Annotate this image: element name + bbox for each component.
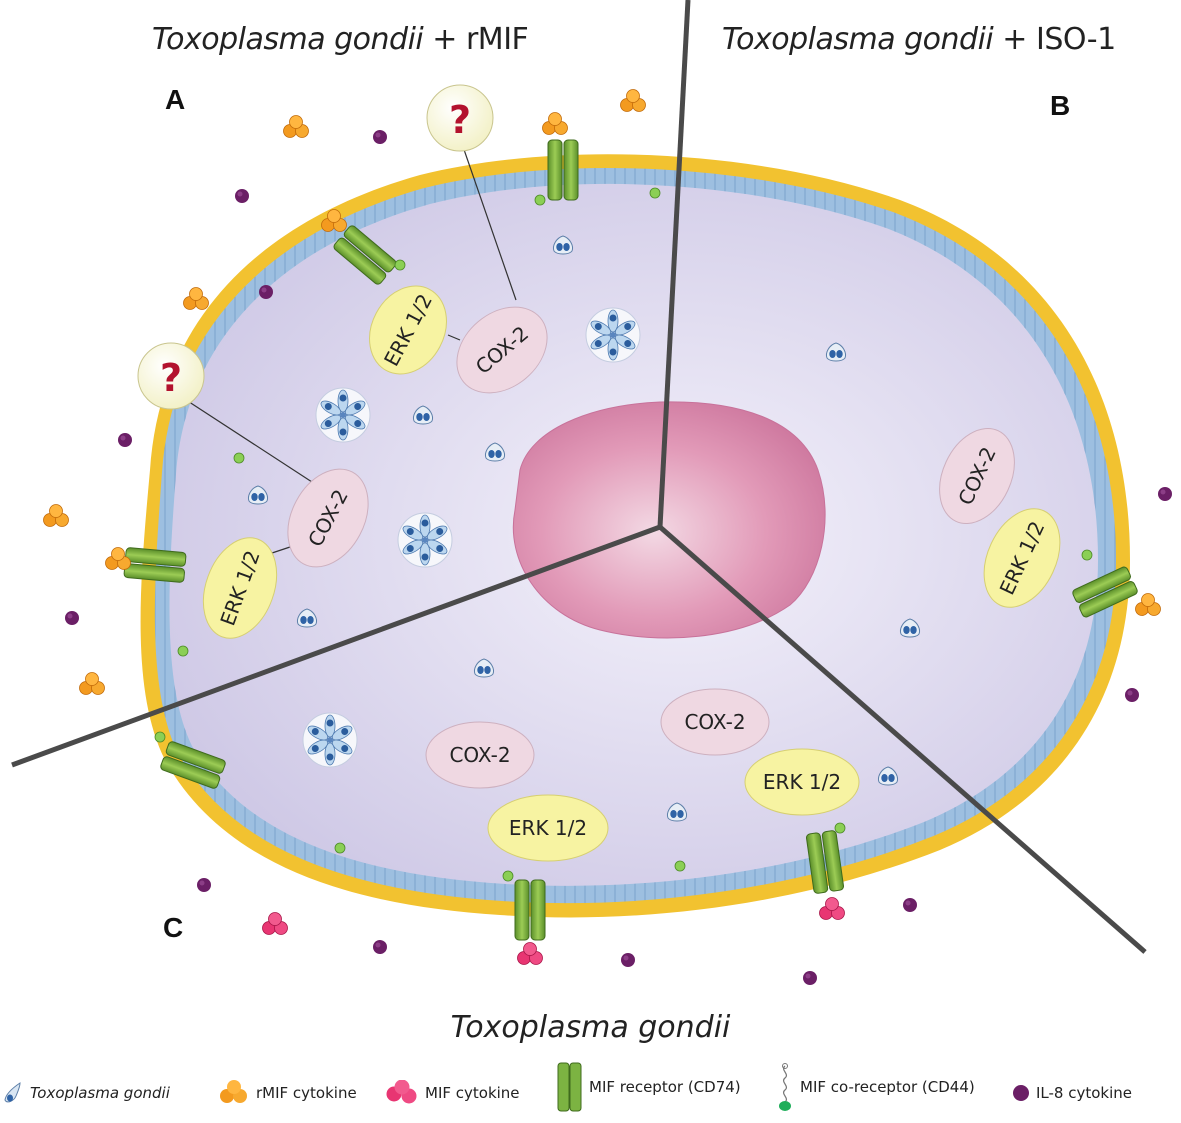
il8-cytokine [235, 189, 249, 203]
unknown-bubble: ? [137, 342, 313, 483]
il8-cytokine [903, 898, 917, 912]
legend-label: rMIF cytokine [256, 1084, 357, 1102]
panel-label-b: B [1050, 90, 1071, 121]
il8-cytokine [1125, 688, 1139, 702]
unknown-bubble: ? [426, 84, 517, 301]
mif-coreceptor [154, 187, 1093, 882]
cox2-molecule: COX-2 [425, 721, 535, 789]
title-panel-b: Toxoplasma gondii + ISO-1 [722, 22, 1116, 57]
rmif-cytokine [542, 112, 568, 135]
il8-cytokine [259, 285, 273, 299]
toxoplasma-icon [4, 1082, 21, 1103]
legend-item-coreceptor: MIF co-receptor (CD44) [776, 1062, 975, 1112]
rmif-cytokine-icon [220, 1080, 247, 1103]
erk-molecule: ERK 1/2 [369, 285, 447, 375]
mif-cytokine-icon [386, 1080, 417, 1104]
legend-item-rmif: rMIF cytokine [218, 1078, 357, 1108]
title-panel-b-treatment: + ISO-1 [1002, 22, 1116, 57]
parasite-rosette [302, 712, 358, 768]
cox2-molecule: COX-2 [660, 688, 770, 756]
legend-item-il8: IL-8 cytokine [1012, 1078, 1132, 1108]
il8-cytokine [373, 940, 387, 954]
legend-label: MIF cytokine [425, 1084, 520, 1102]
svg-text:COX-2: COX-2 [449, 743, 510, 767]
svg-text:COX-2: COX-2 [684, 710, 745, 734]
cox2-molecule: COX-2 [287, 468, 369, 568]
il8-cytokine [1158, 487, 1172, 501]
mif-cytokine [819, 897, 845, 920]
il8-cytokine [65, 611, 79, 625]
il8-cytokine-icon [1013, 1085, 1029, 1101]
legend-item-receptor: MIF receptor (CD74) [557, 1062, 741, 1112]
legend-label: MIF receptor (CD74) [589, 1078, 741, 1096]
panel-label-c: C [163, 912, 184, 943]
mif-cytokine [517, 942, 543, 965]
title-panel-a-treatment: + rMIF [432, 22, 529, 57]
panel-label-a: A [165, 84, 186, 115]
legend-item-toxoplasma: Toxoplasma gondii [2, 1078, 170, 1108]
panel-dividers [11, 0, 1147, 954]
erk-molecule: ERK 1/2 [983, 508, 1061, 608]
il8-cytokine [118, 433, 132, 447]
il8-cytokine [197, 878, 211, 892]
title-panel-a-organism: Toxoplasma gondii [152, 22, 424, 57]
rmif-cytokine [1135, 593, 1161, 616]
parasite-rosette [315, 387, 371, 443]
svg-text:?: ? [160, 356, 182, 400]
legend-item-mif: MIF cytokine [385, 1078, 520, 1108]
parasite-rosette [397, 512, 453, 568]
title-panel-a: Toxoplasma gondii + rMIF [152, 22, 529, 57]
svg-text:?: ? [449, 98, 471, 142]
cox2-molecule: COX-2 [939, 427, 1015, 525]
bottom-title: Toxoplasma gondii [450, 1010, 731, 1045]
mif-coreceptor-icon [779, 1063, 791, 1111]
legend: Toxoplasma gondii rMIF cytokine MIF cyto… [0, 1062, 1181, 1112]
rmif-cytokine [620, 89, 646, 112]
legend-label: IL-8 cytokine [1036, 1084, 1133, 1102]
nucleus [512, 401, 826, 639]
svg-text:ERK 1/2: ERK 1/2 [509, 816, 587, 840]
rmif-cytokine [283, 115, 309, 138]
parasite-rosette [585, 307, 641, 363]
legend-label: Toxoplasma gondii [30, 1084, 170, 1102]
erk-molecule: ERK 1/2 [487, 794, 609, 862]
il8-cytokine [373, 130, 387, 144]
legend-label: MIF co-receptor (CD44) [800, 1078, 975, 1096]
rmif-cytokine [183, 287, 209, 310]
rmif-cytokine [79, 672, 105, 695]
title-panel-b-organism: Toxoplasma gondii [722, 22, 994, 57]
il8-cytokine [621, 953, 635, 967]
erk-molecule: ERK 1/2 [744, 748, 860, 816]
il8-cytokine [803, 971, 817, 985]
cox2-molecule: COX-2 [456, 306, 548, 394]
rmif-cytokine [43, 504, 69, 527]
mif-receptor-icon [557, 1062, 582, 1112]
mif-cytokine [262, 912, 288, 935]
erk-molecule: ERK 1/2 [202, 537, 278, 639]
svg-text:ERK 1/2: ERK 1/2 [763, 770, 841, 794]
